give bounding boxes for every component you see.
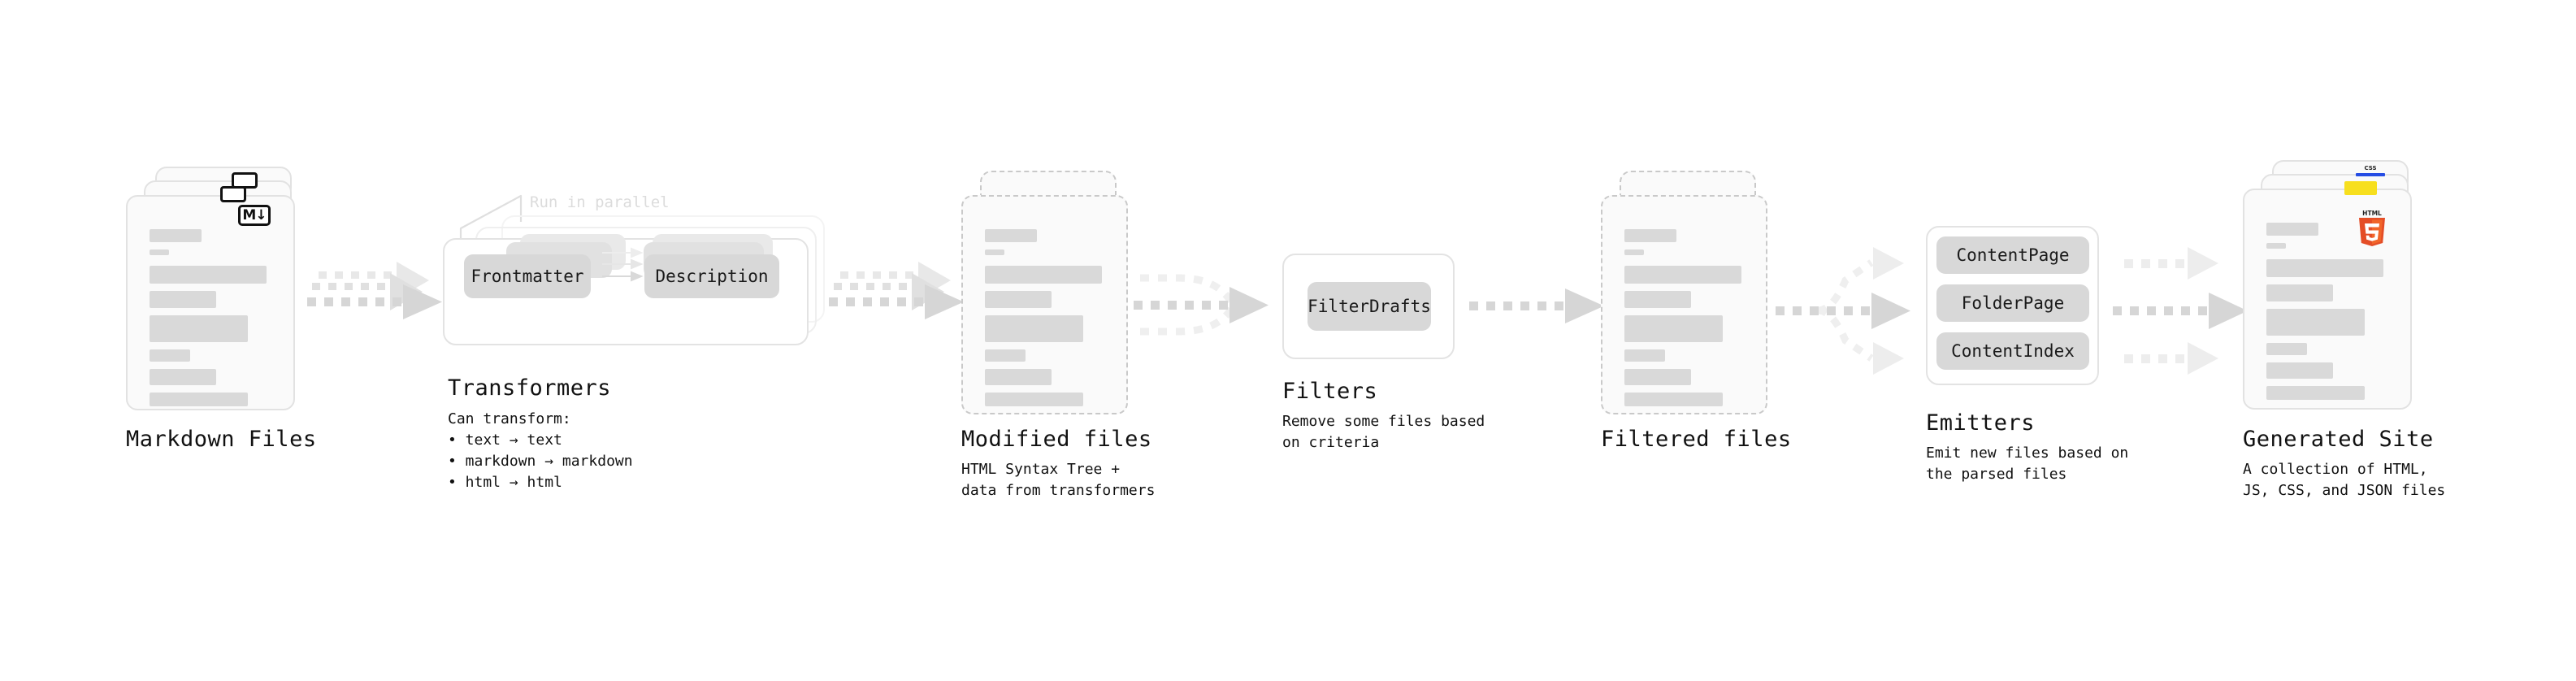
- transformers-title: Transformers: [448, 375, 612, 401]
- filter-pill-filterdrafts[interactable]: FilterDrafts: [1308, 282, 1431, 331]
- connector-filtered-to-emitters: [1776, 236, 1930, 393]
- modified-files-title: Modified files: [961, 427, 1152, 452]
- transformer-pill-frontmatter[interactable]: Frontmatter: [464, 254, 591, 298]
- transformer-pill-description-label: Description: [655, 267, 769, 286]
- generated-site-stack: CSS HTML: [2243, 160, 2412, 410]
- connector-filters-to-filtered: [1469, 288, 1607, 340]
- html5-badge-wordmark: HTML: [2362, 210, 2382, 217]
- markdown-badge-letter: M: [242, 206, 256, 223]
- markdown-files-title: Markdown Files: [126, 427, 317, 452]
- filtered-files-title: Filtered files: [1601, 427, 1792, 452]
- doc-content-lines: [150, 229, 274, 414]
- connector-modified-to-filters: [1134, 260, 1288, 369]
- doc-content-lines: [985, 229, 1107, 414]
- doc-content-lines: [1624, 229, 1746, 414]
- emitter-pill-folderpage[interactable]: FolderPage: [1936, 284, 2089, 322]
- markdown-badge: M↓: [238, 205, 271, 226]
- connector-md-to-transformers: [307, 262, 453, 361]
- transformer-pill-frontmatter-label: Frontmatter: [471, 267, 584, 286]
- markdown-badge-mid: [220, 186, 246, 202]
- emitter-pill-contentindex[interactable]: ContentIndex: [1936, 332, 2089, 370]
- emitter-pill-folderpage-label: FolderPage: [1961, 293, 2065, 313]
- run-in-parallel-label: Run in parallel: [530, 193, 670, 211]
- generated-site-title: Generated Site: [2243, 427, 2434, 452]
- filters-subtitle: Remove some files based on criteria: [1282, 413, 1485, 452]
- css-badge-bar: [2356, 173, 2385, 176]
- transformers-inner-arrows: [602, 247, 659, 298]
- generated-site-subtitle: A collection of HTML, JS, CSS, and JSON …: [2243, 461, 2446, 500]
- connector-transformers-to-modified: [829, 262, 975, 361]
- doc-card-front: [961, 195, 1128, 414]
- modified-files-subtitle: HTML Syntax Tree + data from transformer…: [961, 461, 1156, 500]
- doc-card-front: [1601, 195, 1767, 414]
- markdown-badge-arrow: ↓: [255, 206, 267, 223]
- doc-content-lines: [2266, 223, 2391, 407]
- doc-card-front: [126, 195, 295, 410]
- css-badge: CSS: [2356, 165, 2385, 176]
- js-badge: [2344, 181, 2377, 195]
- filters-title: Filters: [1282, 379, 1378, 404]
- emitter-pill-contentindex-label: ContentIndex: [1951, 341, 2075, 361]
- connector-emitters-to-site: [2113, 236, 2267, 393]
- transformers-subtitle: Can transform: • text → text • markdown …: [448, 410, 633, 492]
- emitters-title: Emitters: [1926, 410, 2036, 436]
- css-badge-label: CSS: [2364, 165, 2377, 171]
- emitter-pill-contentpage[interactable]: ContentPage: [1936, 236, 2089, 274]
- doc-card-front: [2243, 189, 2412, 410]
- filter-pill-filterdrafts-label: FilterDrafts: [1308, 297, 1431, 316]
- transformer-pill-description[interactable]: Description: [644, 254, 779, 298]
- html5-badge: HTML: [2356, 209, 2388, 246]
- emitter-pill-contentpage-label: ContentPage: [1956, 245, 2070, 265]
- emitters-subtitle: Emit new files based on the parsed files: [1926, 445, 2129, 484]
